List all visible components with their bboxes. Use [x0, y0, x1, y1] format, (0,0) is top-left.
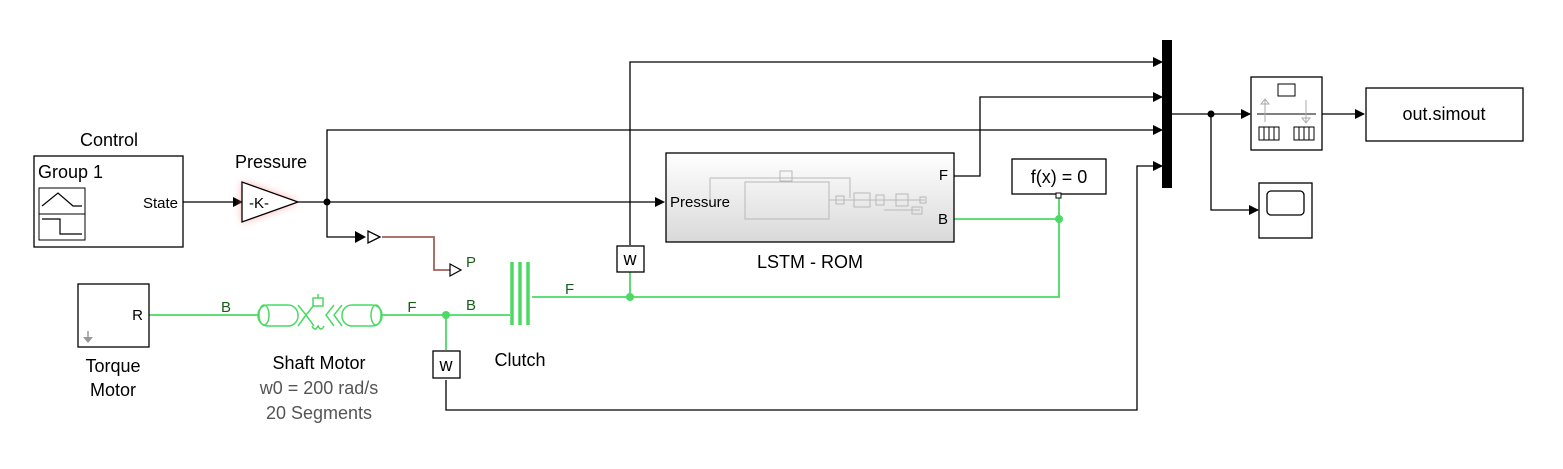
- shaft-name: Shaft Motor: [272, 353, 365, 373]
- shaft-port-b: B: [221, 299, 231, 316]
- connection-node: [626, 293, 634, 301]
- clutch-icon: [510, 262, 530, 325]
- lstm-rom-block[interactable]: Pressure F B LSTM - ROM: [665, 152, 955, 272]
- w-sensor-top[interactable]: w: [616, 245, 645, 273]
- clutch-name: Clutch: [494, 350, 545, 370]
- shaft-port-f: F: [407, 299, 416, 316]
- torque-name-line1: Torque: [85, 356, 140, 376]
- signal-builder-icon: [38, 187, 86, 241]
- buffer-icon: [1257, 83, 1316, 141]
- clutch-port-p: P: [466, 254, 476, 271]
- scope-block[interactable]: [1258, 182, 1313, 239]
- torque-name-line2: Motor: [90, 380, 136, 400]
- signal-lines: [183, 57, 1365, 411]
- gain-triangle[interactable]: [241, 181, 300, 223]
- signal-pressure-to-mux[interactable]: [326, 125, 1163, 202]
- output-box[interactable]: [1365, 87, 1524, 142]
- gain-text: -K-: [249, 195, 269, 212]
- solver-text: f(x) = 0: [1031, 167, 1088, 187]
- signal-lstm-f-to-mux[interactable]: [954, 92, 1163, 177]
- connection-clutch-f-to-solver[interactable]: [532, 196, 1060, 298]
- signal-pressure-to-converter[interactable]: [326, 202, 365, 242]
- shaft-param-w0: w0 = 200 rad/s: [259, 378, 379, 398]
- torque-motor-box[interactable]: [77, 283, 150, 348]
- connection-node: [442, 311, 450, 319]
- w-sensor-bottom[interactable]: w: [432, 350, 461, 379]
- output-text: out.simout: [1402, 104, 1485, 124]
- w-sensor-top-box[interactable]: [616, 245, 645, 273]
- clutch-port-f: F: [565, 281, 574, 298]
- clutch-port-b: B: [466, 297, 476, 314]
- branch-point: [1207, 110, 1215, 118]
- signal-mux-to-scope[interactable]: [1210, 114, 1259, 215]
- shaft-icon: [257, 294, 383, 330]
- subsystem-preview-icon: [709, 170, 927, 220]
- output-block[interactable]: out.simout: [1365, 87, 1524, 142]
- pressure-gain-block[interactable]: Pressure -K-: [235, 152, 307, 223]
- scope-icon: [1266, 190, 1305, 216]
- control-port-state: State: [143, 195, 178, 212]
- lstm-rom-name: LSTM - ROM: [757, 252, 863, 272]
- down-arrow-icon: [83, 331, 93, 343]
- w-sensor-top-text: w: [623, 249, 638, 269]
- torque-motor-block[interactable]: R Torque Motor: [77, 283, 150, 400]
- control-group-label: Group 1: [38, 162, 103, 182]
- solver-port: [1055, 192, 1062, 199]
- clutch-p-port-icon: [449, 262, 463, 278]
- control-block[interactable]: Control Group 1 State: [33, 130, 184, 248]
- lstm-port-pressure: Pressure: [670, 194, 730, 211]
- branch-point: [323, 198, 331, 206]
- mux-bar[interactable]: [1162, 40, 1172, 188]
- shaft-param-segments: 20 Segments: [266, 403, 372, 423]
- connection-node: [1055, 215, 1063, 223]
- lstm-port-f: F: [939, 167, 948, 184]
- signal-w-top-to-mux[interactable]: [629, 57, 1163, 245]
- shaft-motor-block[interactable]: B F Shaft Motor w0 = 200 rad/s 20 Segmen…: [221, 294, 417, 423]
- lstm-rom-box[interactable]: [665, 152, 955, 243]
- lstm-port-b: B: [938, 211, 948, 228]
- connection-converter-to-clutch-p[interactable]: [382, 236, 450, 271]
- solver-config-block[interactable]: f(x) = 0: [1011, 158, 1107, 199]
- buffer-block[interactable]: [1250, 76, 1323, 151]
- pressure-gain-title: Pressure: [235, 152, 307, 172]
- physical-lines: [149, 196, 1063, 350]
- clutch-block[interactable]: P B F Clutch: [449, 254, 574, 370]
- signal-w-bottom-to-mux[interactable]: [445, 161, 1163, 411]
- solver-box[interactable]: [1011, 158, 1107, 195]
- ps-converter-icon[interactable]: [355, 229, 382, 245]
- w-sensor-bottom-box[interactable]: [432, 350, 461, 379]
- torque-port-r: R: [132, 307, 143, 324]
- w-sensor-bottom-text: w: [439, 355, 454, 375]
- control-title: Control: [80, 130, 138, 150]
